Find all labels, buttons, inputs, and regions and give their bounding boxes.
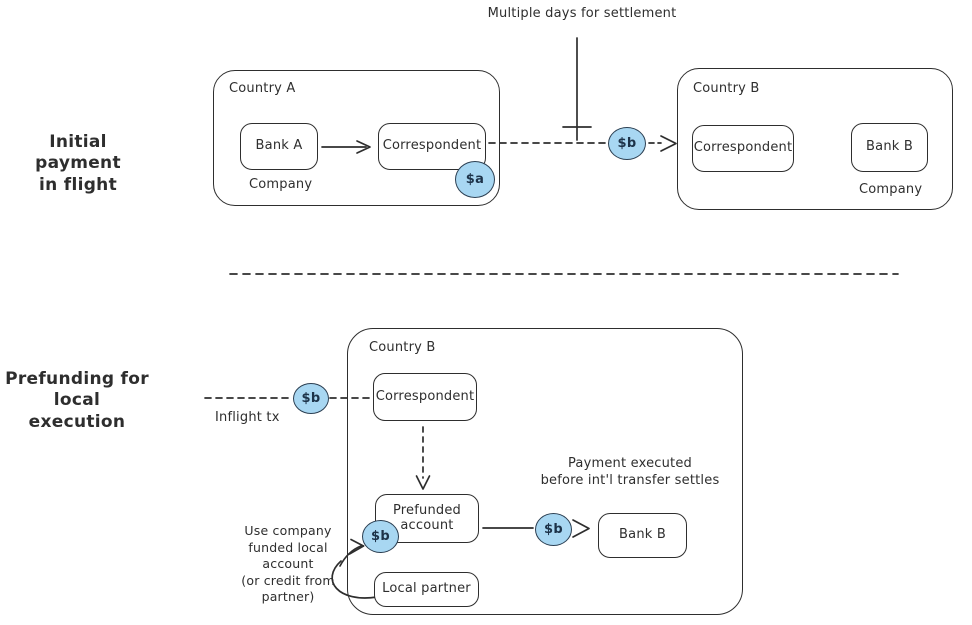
correspondent-bottom-box[interactable]: Correspondent: [373, 373, 477, 421]
correspondent-a-label: Correspondent: [382, 138, 482, 154]
funding-note-line: account: [262, 556, 314, 571]
section-label-initial-payment: Initial payment in flight: [8, 132, 148, 196]
section-label-line2: local execution: [28, 390, 126, 432]
correspondent-a-box[interactable]: Correspondent: [378, 123, 486, 170]
country-b-bottom-label: Country B: [369, 340, 436, 355]
settlement-amount-badge: $b: [608, 127, 646, 160]
inflight-amount-badge: $b: [293, 383, 329, 414]
bank-b-bottom-box[interactable]: Bank B: [598, 513, 687, 558]
execution-note: Payment executed before int'l transfer s…: [535, 456, 725, 490]
arrowhead-into-country-b: [660, 135, 677, 152]
execution-note-line1: Payment executed: [567, 456, 693, 471]
bank-b-bottom-label: Bank B: [619, 527, 666, 543]
section-label-line2: in flight: [39, 174, 117, 195]
correspondent-b-label: Correspondent: [693, 140, 793, 156]
arrowhead-at-prefund-badge-2: [348, 545, 365, 555]
section-label-line1: Initial payment: [35, 132, 121, 174]
arrowhead-banka-to-correspondent: [356, 140, 371, 154]
funding-note-line: Use company: [244, 523, 332, 538]
correspondent-b-box[interactable]: Correspondent: [692, 125, 794, 172]
prefunded-line1: Prefunded: [392, 502, 462, 518]
country-a-group: [213, 70, 500, 206]
bank-a-label: Bank A: [255, 138, 303, 154]
local-partner-label: Local partner: [382, 581, 471, 597]
settlement-annotation: Multiple days for settlement: [487, 6, 677, 21]
section-label-prefunding: Prefunding for local execution: [4, 369, 150, 433]
amount-a-badge: $a: [455, 161, 495, 198]
prefunded-account-label: Prefunded account: [392, 502, 462, 534]
execution-note-line2: before int'l transfer settles: [540, 472, 720, 488]
bank-a-box[interactable]: Bank A: [240, 123, 318, 170]
country-b-bottom-group: [347, 328, 743, 615]
country-b-top-label: Country B: [693, 81, 760, 96]
country-a-label: Country A: [229, 81, 296, 96]
funding-note: Use company funded local account (or cre…: [234, 523, 342, 606]
section-label-line1: Prefunding for: [5, 369, 149, 389]
prefunded-line2: account: [400, 517, 454, 533]
prefund-amount-badge: $b: [362, 520, 399, 553]
funding-note-line: partner): [261, 589, 315, 604]
company-a-label: Company: [249, 177, 313, 192]
arrowhead-to-bankb: [572, 519, 590, 538]
company-b-label: Company: [859, 182, 923, 197]
funding-note-line: (or credit from: [241, 572, 335, 588]
arrowhead-at-prefund-badge-1: [350, 538, 365, 547]
bank-b-top-label: Bank B: [866, 139, 913, 155]
country-b-top-group: [677, 68, 953, 210]
inflight-tx-label: Inflight tx: [215, 410, 280, 425]
correspondent-bottom-label: Correspondent: [375, 388, 475, 404]
local-partner-box[interactable]: Local partner: [374, 572, 479, 607]
bank-b-top-box[interactable]: Bank B: [851, 123, 928, 172]
arrowhead-to-prefunded: [415, 475, 431, 490]
transfer-amount-badge: $b: [535, 513, 572, 546]
funding-note-line: funded local: [248, 539, 328, 555]
